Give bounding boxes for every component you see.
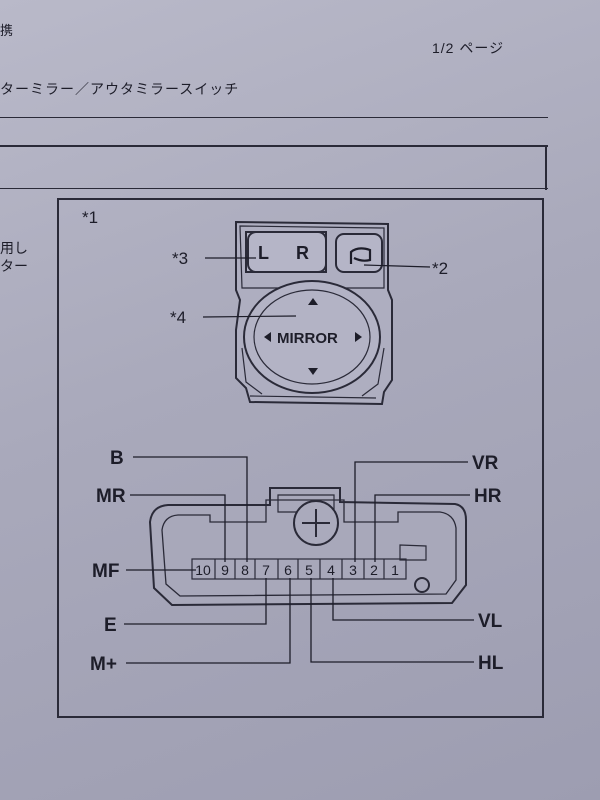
leader-b [133, 456, 248, 562]
leader-hr [374, 494, 470, 562]
mirror-label: MIRROR [277, 330, 338, 347]
terminal-b: B [110, 448, 124, 469]
leader-hl [310, 578, 474, 663]
switch-callout-lines [202, 257, 431, 318]
pin-1: 1 [391, 562, 399, 578]
side-note-1: 用し [0, 240, 28, 256]
frame-label: *1 [82, 208, 99, 227]
terminal-e: E [104, 615, 117, 636]
terminal-vl: VL [478, 611, 503, 632]
table-rule-right [545, 145, 547, 190]
arrow-up-icon [308, 298, 318, 305]
pin-9: 9 [221, 562, 229, 578]
pin-6: 6 [284, 562, 292, 578]
switch-assembly [235, 220, 393, 406]
header-fragment: 携 [0, 23, 14, 38]
arrow-right-icon [355, 332, 362, 342]
switch-label-left: L [258, 243, 269, 263]
pin-7: 7 [262, 562, 270, 578]
title-rule [0, 117, 548, 118]
page-indicator: 1/2 ページ [432, 40, 505, 56]
leader-mr [130, 494, 226, 562]
terminal-leader-lines [124, 456, 474, 664]
arrow-down-icon [308, 368, 318, 375]
pin-2: 2 [370, 562, 378, 578]
pin-row [191, 558, 407, 580]
terminal-hr: HR [474, 486, 502, 507]
leader-vl [332, 578, 474, 621]
callout-3: *3 [172, 249, 188, 268]
table-rule-bottom [0, 188, 548, 189]
diagram-frame [57, 198, 544, 718]
arrow-left-icon [264, 332, 271, 342]
pin-numbers: 10 9 8 7 6 5 4 3 2 1 [195, 562, 399, 578]
connector-housing [148, 487, 467, 607]
terminal-labels-right: VR HR VL HL [472, 453, 504, 674]
mirror-arrows [264, 298, 362, 375]
pin-5: 5 [305, 562, 313, 578]
switch-label-right: R [296, 243, 309, 263]
pin-3: 3 [349, 562, 357, 578]
section-title: ターミラー／アウタミラースイッチ [0, 81, 240, 97]
pin-8: 8 [241, 562, 249, 578]
callout-2: *2 [432, 259, 448, 278]
leader-vr [354, 461, 468, 562]
pin-4: 4 [327, 562, 335, 578]
terminal-mr: MR [96, 486, 126, 507]
retract-icon [349, 247, 372, 264]
pin-10: 10 [195, 562, 211, 578]
side-note-2: ター [0, 258, 28, 274]
terminal-mf: MF [92, 561, 119, 582]
callout-4: *4 [170, 308, 186, 327]
leader-e [124, 578, 267, 625]
table-rule-top [0, 145, 548, 147]
terminal-hl: HL [478, 653, 504, 674]
terminal-labels-left: B MR MF E M+ [90, 448, 126, 675]
terminal-vr: VR [472, 453, 499, 474]
leader-mplus [126, 578, 291, 664]
terminal-mplus: M+ [90, 654, 117, 675]
